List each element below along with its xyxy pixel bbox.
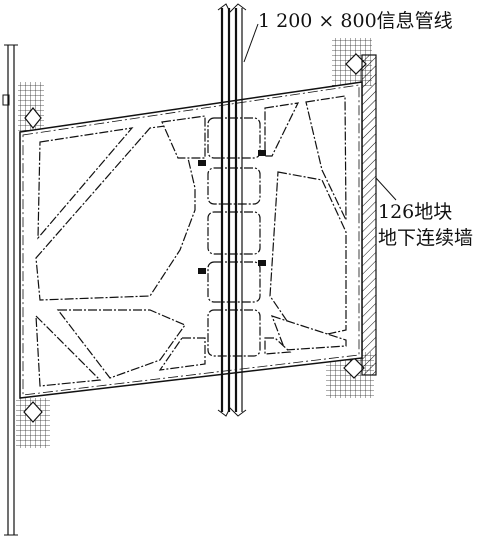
wall-label-line1: 126地块 — [378, 201, 452, 223]
opening-center-top-right — [264, 102, 300, 157]
anchor-block-left-bottom — [16, 398, 50, 448]
opening-right-bottom — [270, 315, 347, 351]
wall-label-line2: 地下连续墙 — [378, 227, 473, 249]
opening-bottom-right — [264, 337, 292, 355]
pipeline-leader — [243, 23, 259, 63]
support-slab — [19, 81, 363, 399]
cell-1 — [207, 117, 261, 159]
opening-center-top-left — [161, 115, 206, 159]
pipeline — [217, 3, 247, 417]
opening-left-bottom — [56, 309, 186, 379]
wall-leader — [375, 177, 397, 201]
opening-left-lower — [35, 314, 102, 387]
cell-2 — [207, 167, 261, 205]
pipeline-label: 1 200 × 800信息管线 — [258, 10, 453, 32]
left-wall — [2, 44, 18, 536]
cell-3 — [207, 211, 261, 255]
opening-bottom-center — [158, 337, 206, 371]
opening-left-large — [37, 127, 134, 240]
anchor-block-left-top — [18, 82, 44, 134]
opening-left-middle — [35, 123, 196, 301]
diaphragm-wall — [361, 54, 377, 376]
opening-right-large — [305, 95, 347, 221]
cell-4 — [207, 261, 261, 303]
cell-5 — [207, 309, 261, 357]
opening-right-middle — [269, 171, 347, 341]
